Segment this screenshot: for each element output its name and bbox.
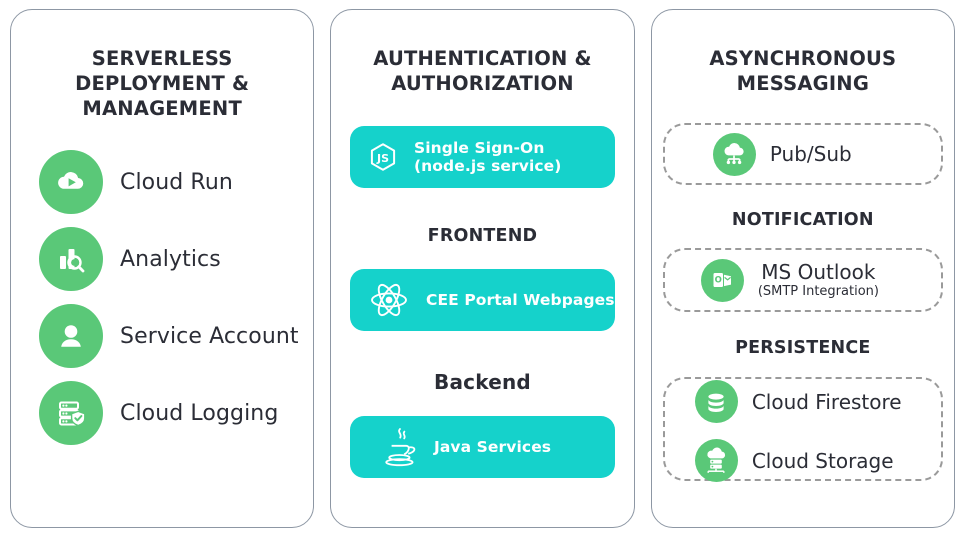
service-item-cloud-run[interactable]: Cloud Run (39, 150, 313, 214)
service-item-ms-outlook[interactable]: O MS Outlook (SMTP Integration) (665, 258, 941, 302)
pill-label: CEE Portal Webpages (425, 291, 615, 309)
svg-text:O: O (715, 275, 722, 285)
service-item-cloud-storage[interactable]: Cloud Storage (665, 439, 941, 482)
section-title-persistence: PERSISTENCE (735, 338, 871, 358)
pill-cee-portal-webpages[interactable]: CEE Portal Webpages (349, 269, 615, 331)
card-title-auth: AUTHENTICATION & AUTHORIZATION (373, 47, 592, 95)
java-icon (380, 425, 420, 469)
service-item-cloud-logging[interactable]: Cloud Logging (39, 381, 313, 445)
pill-label: Java Services (433, 438, 552, 456)
service-item-analytics[interactable]: Analytics (39, 227, 313, 291)
cloud-storage-icon (694, 439, 738, 482)
service-item-service-account[interactable]: Service Account (39, 304, 313, 368)
pill-java-services[interactable]: Java Services (349, 416, 615, 478)
service-label: Cloud Storage (751, 448, 894, 473)
section-title-notification: NOTIFICATION (731, 210, 874, 230)
service-label-sub: (SMTP Integration) (757, 284, 879, 299)
card-asynchronous-messaging: ASYNCHRONOUS MESSAGING (650, 9, 955, 528)
group-notification: O MS Outlook (SMTP Integration) (662, 248, 943, 312)
service-item-cloud-firestore[interactable]: Cloud Firestore (665, 380, 941, 423)
service-account-icon (39, 304, 103, 368)
service-label-main: MS Outlook (761, 260, 876, 284)
serverless-service-list: Cloud Run Analytics (11, 150, 313, 445)
card-title-serverless: SERVERLESS DEPLOYMENT & MANAGEMENT (75, 47, 250, 120)
card-title-async: ASYNCHRONOUS MESSAGING (709, 47, 897, 95)
service-label: Cloud Logging (120, 400, 279, 426)
analytics-icon (39, 227, 103, 291)
pubsub-icon (712, 132, 756, 176)
service-label: MS Outlook (SMTP Integration) (758, 260, 879, 300)
nodejs-icon: JS (366, 140, 400, 174)
pill-single-sign-on[interactable]: JS Single Sign-On (node.js service) (349, 126, 615, 188)
service-label: Cloud Firestore (751, 389, 902, 414)
cloud-run-icon (39, 150, 103, 214)
group-pubsub: Pub/Sub (662, 123, 943, 185)
firestore-icon (694, 380, 738, 423)
pill-label: Single Sign-On (node.js service) (413, 139, 562, 175)
ms-outlook-icon: O (700, 258, 744, 302)
card-serverless-deployment: SERVERLESS DEPLOYMENT & MANAGEMENT Cloud… (10, 9, 315, 528)
service-item-pubsub[interactable]: Pub/Sub (665, 132, 941, 176)
card-authentication-authorization: AUTHENTICATION & AUTHORIZATION JS Single… (330, 9, 635, 528)
svg-text:JS: JS (376, 152, 389, 165)
group-persistence: Cloud Firestore Cloud (662, 377, 943, 482)
service-label: Service Account (120, 323, 299, 349)
react-icon (366, 277, 412, 323)
service-label: Analytics (120, 246, 221, 272)
service-label: Pub/Sub (769, 142, 852, 166)
service-label: Cloud Run (120, 169, 233, 195)
cloud-logging-icon (39, 381, 103, 445)
section-title-frontend: FRONTEND (427, 226, 538, 246)
section-title-backend: Backend (434, 370, 531, 394)
